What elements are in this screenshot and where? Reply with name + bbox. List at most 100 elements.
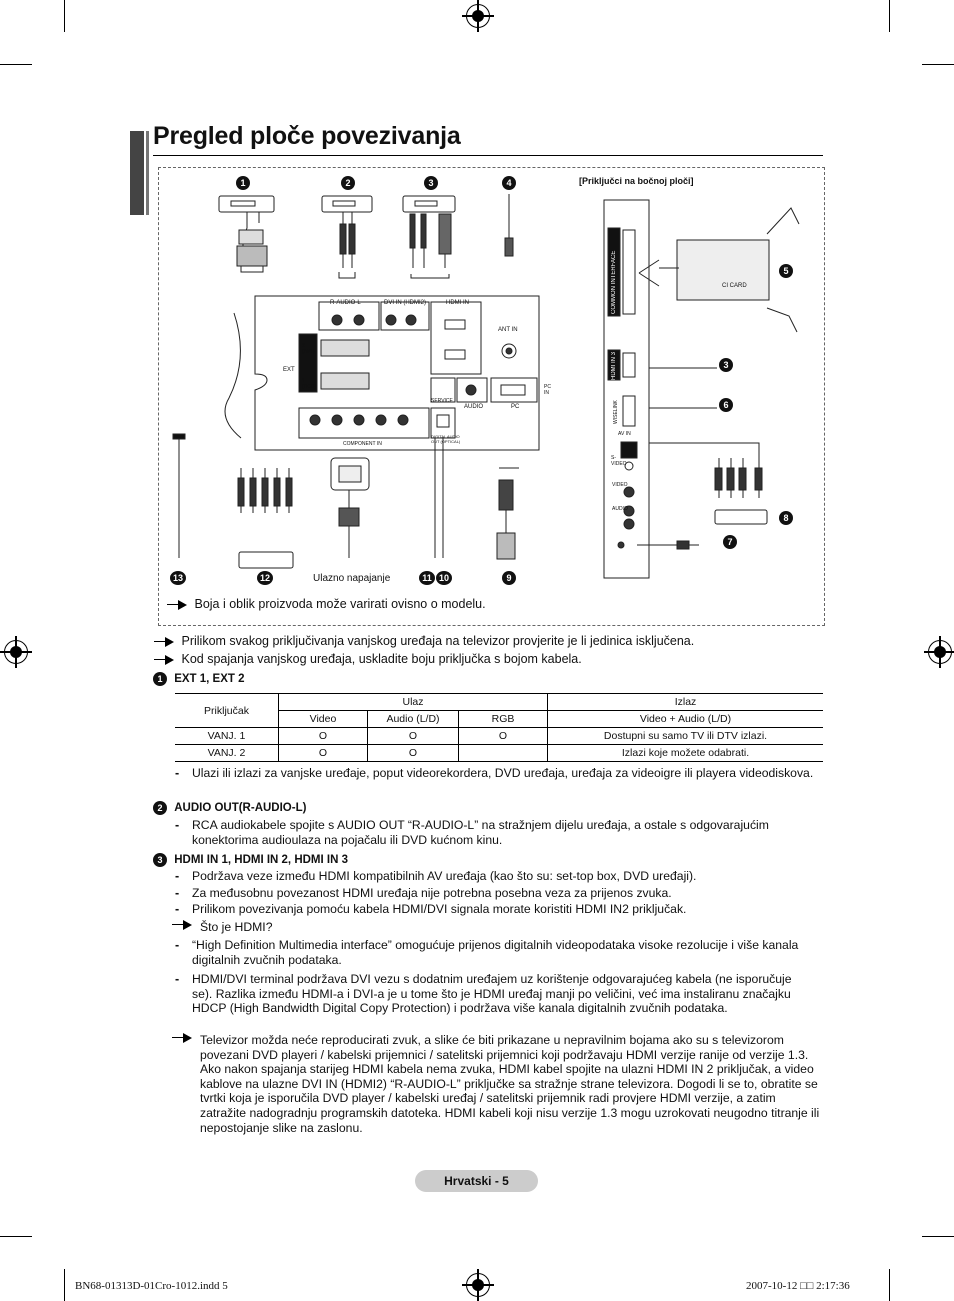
bullet-text: Ulazi ili izlazi za vanjske uređaje, pop…	[192, 766, 814, 780]
pc-label: PC	[511, 404, 520, 410]
crop-mark	[0, 64, 32, 65]
ext2-label: 2 (AV1)	[302, 343, 315, 355]
r-audio-l-label: R-AUDIO-L	[330, 300, 361, 306]
note-arrow-icon	[154, 654, 176, 665]
callout-number: 12	[257, 571, 273, 585]
table-cell: Dostupni su samo TV ili DTV izlazi.	[547, 727, 823, 745]
note-text: Kod spajanja vanjskog uređaja, uskladite…	[181, 652, 582, 666]
table-header: Izlaz	[547, 693, 823, 711]
table-header: Video	[278, 710, 368, 728]
crop-mark	[889, 1269, 890, 1301]
crop-mark	[64, 0, 65, 32]
callout-number: 5	[779, 264, 793, 278]
crop-mark	[922, 64, 954, 65]
diagram-note: Boja i oblik proizvoda može varirati ovi…	[167, 597, 486, 611]
hdmi-in3-label: HDMI IN 3	[611, 351, 617, 380]
registration-mark-icon	[924, 636, 954, 668]
common-interface-label: COMMON INTERFACE	[611, 250, 617, 314]
section-title: AUDIO OUT(R-AUDIO-L)	[174, 802, 307, 814]
table-header: Ulaz	[278, 693, 548, 711]
table-cell: O	[458, 727, 548, 745]
bullet-dash: -	[175, 972, 180, 986]
table-cell: O	[278, 744, 368, 762]
callout-number: 8	[779, 511, 793, 525]
bullet-text: “High Definition Multimedia interface” o…	[192, 938, 799, 967]
callout-number: 11	[419, 571, 435, 585]
callout-number: 9	[502, 571, 516, 585]
section-title: EXT 1, EXT 2	[174, 673, 245, 685]
table-cell: O	[367, 744, 459, 762]
table-cell: VANJ. 1	[175, 727, 279, 745]
callout-number: 6	[719, 398, 733, 412]
callout-number: 1	[236, 176, 250, 190]
table-cell: O	[278, 727, 368, 745]
audio-label: AUDIO	[464, 404, 484, 410]
table-cell: Izlazi koje možete odabrati.	[547, 744, 823, 762]
crop-mark	[64, 1269, 65, 1301]
ext1-label: 1 (RGB)	[302, 378, 317, 390]
table-header: Priključak	[175, 693, 279, 728]
section-number: 1	[153, 672, 167, 686]
note-item	[172, 1030, 194, 1044]
side-panel-label: [Priključci na bočnoj ploči]	[579, 176, 694, 186]
bullet-dash: -	[175, 902, 180, 916]
ext-table: Priključak Ulaz Izlaz Video Audio (L/D) …	[175, 693, 823, 762]
dvi-in-label: DVI IN (HDMI2)	[384, 300, 426, 306]
callout-number: 2	[341, 176, 355, 190]
bullet-dash: -	[175, 886, 180, 900]
crop-mark	[0, 1236, 32, 1237]
print-date: 2007-10-12 □□ 2:17:36	[746, 1280, 850, 1292]
table-row: VANJ. 1 O O O Dostupni su samo TV ili DT…	[175, 727, 823, 745]
section-heading: 2 AUDIO OUT(R-AUDIO-L)	[153, 801, 306, 815]
note-text: Prilikom svakog priključivanja vanjskog …	[181, 634, 695, 648]
table-row: VANJ. 2 O O Izlazi koje možete odabrati.	[175, 744, 823, 762]
section-heading: 3 HDMI IN 1, HDMI IN 2, HDMI IN 3	[153, 853, 348, 867]
ext-label: EXT	[283, 367, 295, 373]
diagram-note-text: Boja i oblik proizvoda može varirati ovi…	[194, 597, 486, 611]
bullet-text: HDMI/DVI terminal podržava DVI vezu s do…	[192, 972, 792, 1016]
table-cell: O	[367, 727, 459, 745]
s-video-label: S-VIDEO	[611, 455, 627, 467]
note-text: Što je HDMI?	[200, 920, 273, 934]
bullet-text: RCA audiokabele spojite s AUDIO OUT “R-A…	[192, 818, 769, 847]
bullet-text: Podržava veze između HDMI kompatibilnih …	[192, 869, 697, 883]
callout-number: 10	[436, 571, 452, 585]
component-in-label: COMPONENT IN	[343, 441, 382, 447]
bullet-dash: -	[175, 818, 180, 832]
crop-mark	[922, 1236, 954, 1237]
av-in-label: AV IN	[618, 431, 631, 437]
audio-side-label: AUDIO	[612, 506, 628, 512]
ci-card-label: CI CARD	[722, 283, 747, 289]
note-item	[172, 917, 194, 931]
crop-mark	[889, 0, 890, 32]
pc-in-label: PC IN	[544, 384, 551, 396]
callout-number: 3	[424, 176, 438, 190]
service-label: SERVICE	[431, 398, 453, 404]
ant-in-label: ANT IN	[498, 327, 518, 333]
hdmi-in-label: HDMI IN	[446, 300, 469, 306]
note-arrow-icon	[167, 599, 189, 610]
wiselink-label: WISELINK	[613, 400, 619, 424]
table-cell: VANJ. 2	[175, 744, 279, 762]
bullet-text: Prilikom povezivanja pomoću kabela HDMI/…	[192, 902, 687, 916]
section-number: 2	[153, 801, 167, 815]
table-header: Audio (L/D)	[367, 710, 459, 728]
section-title: HDMI IN 1, HDMI IN 2, HDMI IN 3	[174, 854, 348, 866]
title-bar	[130, 131, 144, 215]
table-cell	[458, 744, 548, 762]
video-label: VIDEO	[612, 482, 628, 488]
callout-number: 4	[502, 176, 516, 190]
digital-audio-out-label: DIGITAL AUDIO OUT (OPTICAL)	[431, 434, 461, 444]
note-arrow-icon	[172, 1032, 194, 1043]
registration-mark-icon	[462, 0, 494, 32]
note-arrow-icon	[154, 636, 176, 647]
page-number-badge: Hrvatski - 5	[415, 1170, 538, 1192]
callout-number: 13	[170, 571, 186, 585]
bullet-text: Za međusobnu povezanost HDMI uređaja nij…	[192, 886, 672, 900]
title-bar-accent	[146, 131, 149, 215]
connection-panel-diagram	[172, 194, 800, 579]
table-header: Video + Audio (L/D)	[547, 710, 823, 728]
note-item: Kod spajanja vanjskog uređaja, uskladite…	[154, 652, 582, 666]
note-item: Prilikom svakog priključivanja vanjskog …	[154, 634, 694, 648]
table-header: RGB	[458, 710, 548, 728]
